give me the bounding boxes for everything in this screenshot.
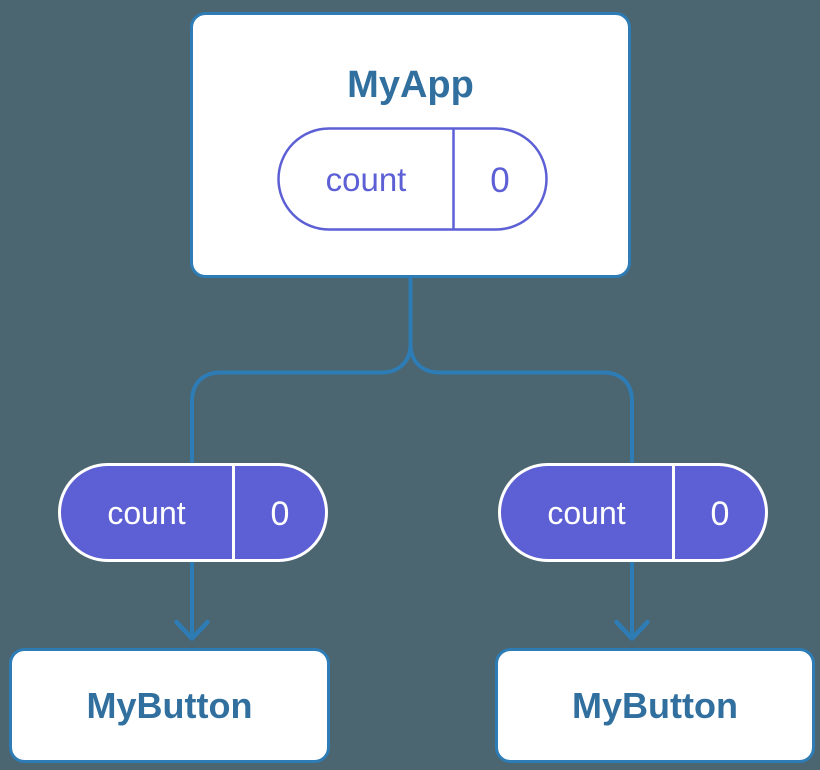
state-name: count [326,161,407,198]
prop-pill-right: count 0 [498,463,768,562]
node-mybutton-left: MyButton [9,648,330,763]
node-myapp-label: MyApp [347,64,474,106]
node-mybutton-left-box [9,648,330,763]
prop-name: count [547,495,625,531]
left-arrowhead-icon [174,619,210,641]
state-value: 0 [490,161,509,200]
prop-value: 0 [271,495,290,533]
node-mybutton-left-label: MyButton [87,685,253,726]
node-mybutton-right-box [495,648,815,763]
node-mybutton-right: MyButton [495,648,815,763]
right-arrowhead-icon [614,619,650,641]
prop-pill-right-shape [498,463,768,562]
node-mybutton-right-label: MyButton [572,685,738,726]
prop-name: count [107,495,185,531]
connector-right-branch [408,274,634,636]
prop-pill-left-shape [58,463,328,562]
connector-left-branch [190,274,413,636]
prop-pill-left: count 0 [58,463,328,562]
node-myapp: MyApp count 0 [190,12,631,278]
state-pill-root: count 0 [277,127,548,231]
prop-value: 0 [711,495,730,533]
state-pill-root-shape [277,127,548,231]
